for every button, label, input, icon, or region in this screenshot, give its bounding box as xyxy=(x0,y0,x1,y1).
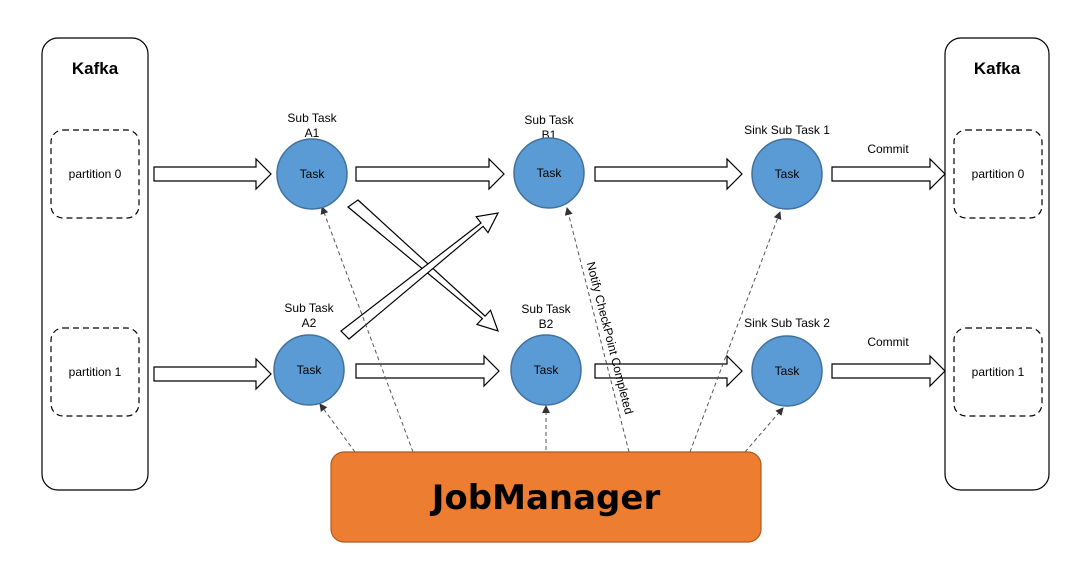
dashed-jm-to-s2 xyxy=(744,407,784,453)
source-partition-1-label: partition 1 xyxy=(69,365,122,379)
data-flow-arrows xyxy=(153,157,946,391)
task-sink-2-circle xyxy=(751,335,823,407)
kafka-sink-box xyxy=(944,37,1050,491)
task-a2-id: A2 xyxy=(302,316,317,330)
source-partition-0-label: partition 0 xyxy=(69,167,122,181)
task-b2-title: Sub Task xyxy=(521,302,571,316)
task-b2-circle xyxy=(510,334,582,406)
dashed-jm-to-a2 xyxy=(319,403,356,453)
sink-partition-0-label: partition 0 xyxy=(972,167,1025,181)
task-b2: Sub Task B2 Task xyxy=(510,302,582,406)
task-b1-title: Sub Task xyxy=(524,113,574,127)
commit-label-bottom: Commit xyxy=(867,335,909,349)
task-a2-label: Task xyxy=(297,363,323,377)
task-a2: Sub Task A2 Task xyxy=(273,301,345,406)
task-b2-label: Task xyxy=(534,363,560,377)
job-manager-label: JobManager xyxy=(430,478,661,518)
arrow-p1-to-a2 xyxy=(153,357,272,391)
sink-partition-1-box xyxy=(953,327,1043,417)
job-manager: JobManager xyxy=(330,451,762,543)
notify-checkpoint-label: Notify CheckPoint Completed xyxy=(584,260,636,415)
job-manager-box xyxy=(330,451,762,543)
task-a2-title: Sub Task xyxy=(284,301,334,315)
arrow-b1-to-s1 xyxy=(594,157,743,191)
dashed-jm-to-b1 xyxy=(564,207,630,453)
task-sink-1: Sink Sub Task 1 Task xyxy=(744,123,830,210)
task-sink-2-title: Sink Sub Task 2 xyxy=(744,316,830,330)
task-sink-1-circle xyxy=(751,138,823,210)
arrow-a1-to-b2 xyxy=(347,199,499,332)
sink-partition-1-label: partition 1 xyxy=(972,365,1025,379)
kafka-sink-title: Kafka xyxy=(974,59,1021,78)
task-a1: Sub Task A1 Task xyxy=(276,111,348,210)
kafka-source: Kafka partition 0 partition 1 xyxy=(41,37,149,491)
dashed-jm-to-s1 xyxy=(689,211,782,453)
sink-partition-0-box xyxy=(953,129,1043,219)
arrow-p0-to-a1 xyxy=(153,157,272,191)
arrow-a2-to-b2 xyxy=(355,354,500,388)
source-partition-1-box xyxy=(50,327,140,417)
dashed-jm-to-a1 xyxy=(320,206,414,453)
arrow-b2-to-s2 xyxy=(594,354,743,388)
arrow-s1-commit xyxy=(831,157,946,191)
task-a1-label: Task xyxy=(300,167,326,181)
arrow-a2-to-b1 xyxy=(340,212,500,340)
task-b1: Sub Task B1 Task xyxy=(513,113,585,209)
task-b2-id: B2 xyxy=(539,317,554,331)
task-a2-circle xyxy=(273,334,345,406)
commit-label-top: Commit xyxy=(867,142,909,156)
task-sink-2: Sink Sub Task 2 Task xyxy=(744,316,830,407)
task-a1-id: A1 xyxy=(305,126,320,140)
task-sink-2-label: Task xyxy=(775,364,801,378)
task-a1-circle xyxy=(276,138,348,210)
checkpoint-arrows xyxy=(319,206,784,453)
kafka-sink: Kafka partition 0 partition 1 xyxy=(944,37,1050,491)
task-b1-label: Task xyxy=(537,166,563,180)
kafka-source-box xyxy=(41,37,149,491)
task-b1-circle xyxy=(513,137,585,209)
task-sink-1-label: Task xyxy=(775,167,801,181)
kafka-source-title: Kafka xyxy=(72,59,119,78)
task-a1-title: Sub Task xyxy=(287,111,337,125)
task-sink-1-title: Sink Sub Task 1 xyxy=(744,123,830,137)
arrow-s2-commit xyxy=(831,354,946,388)
source-partition-0-box xyxy=(50,129,140,219)
arrow-a1-to-b1 xyxy=(355,157,505,191)
